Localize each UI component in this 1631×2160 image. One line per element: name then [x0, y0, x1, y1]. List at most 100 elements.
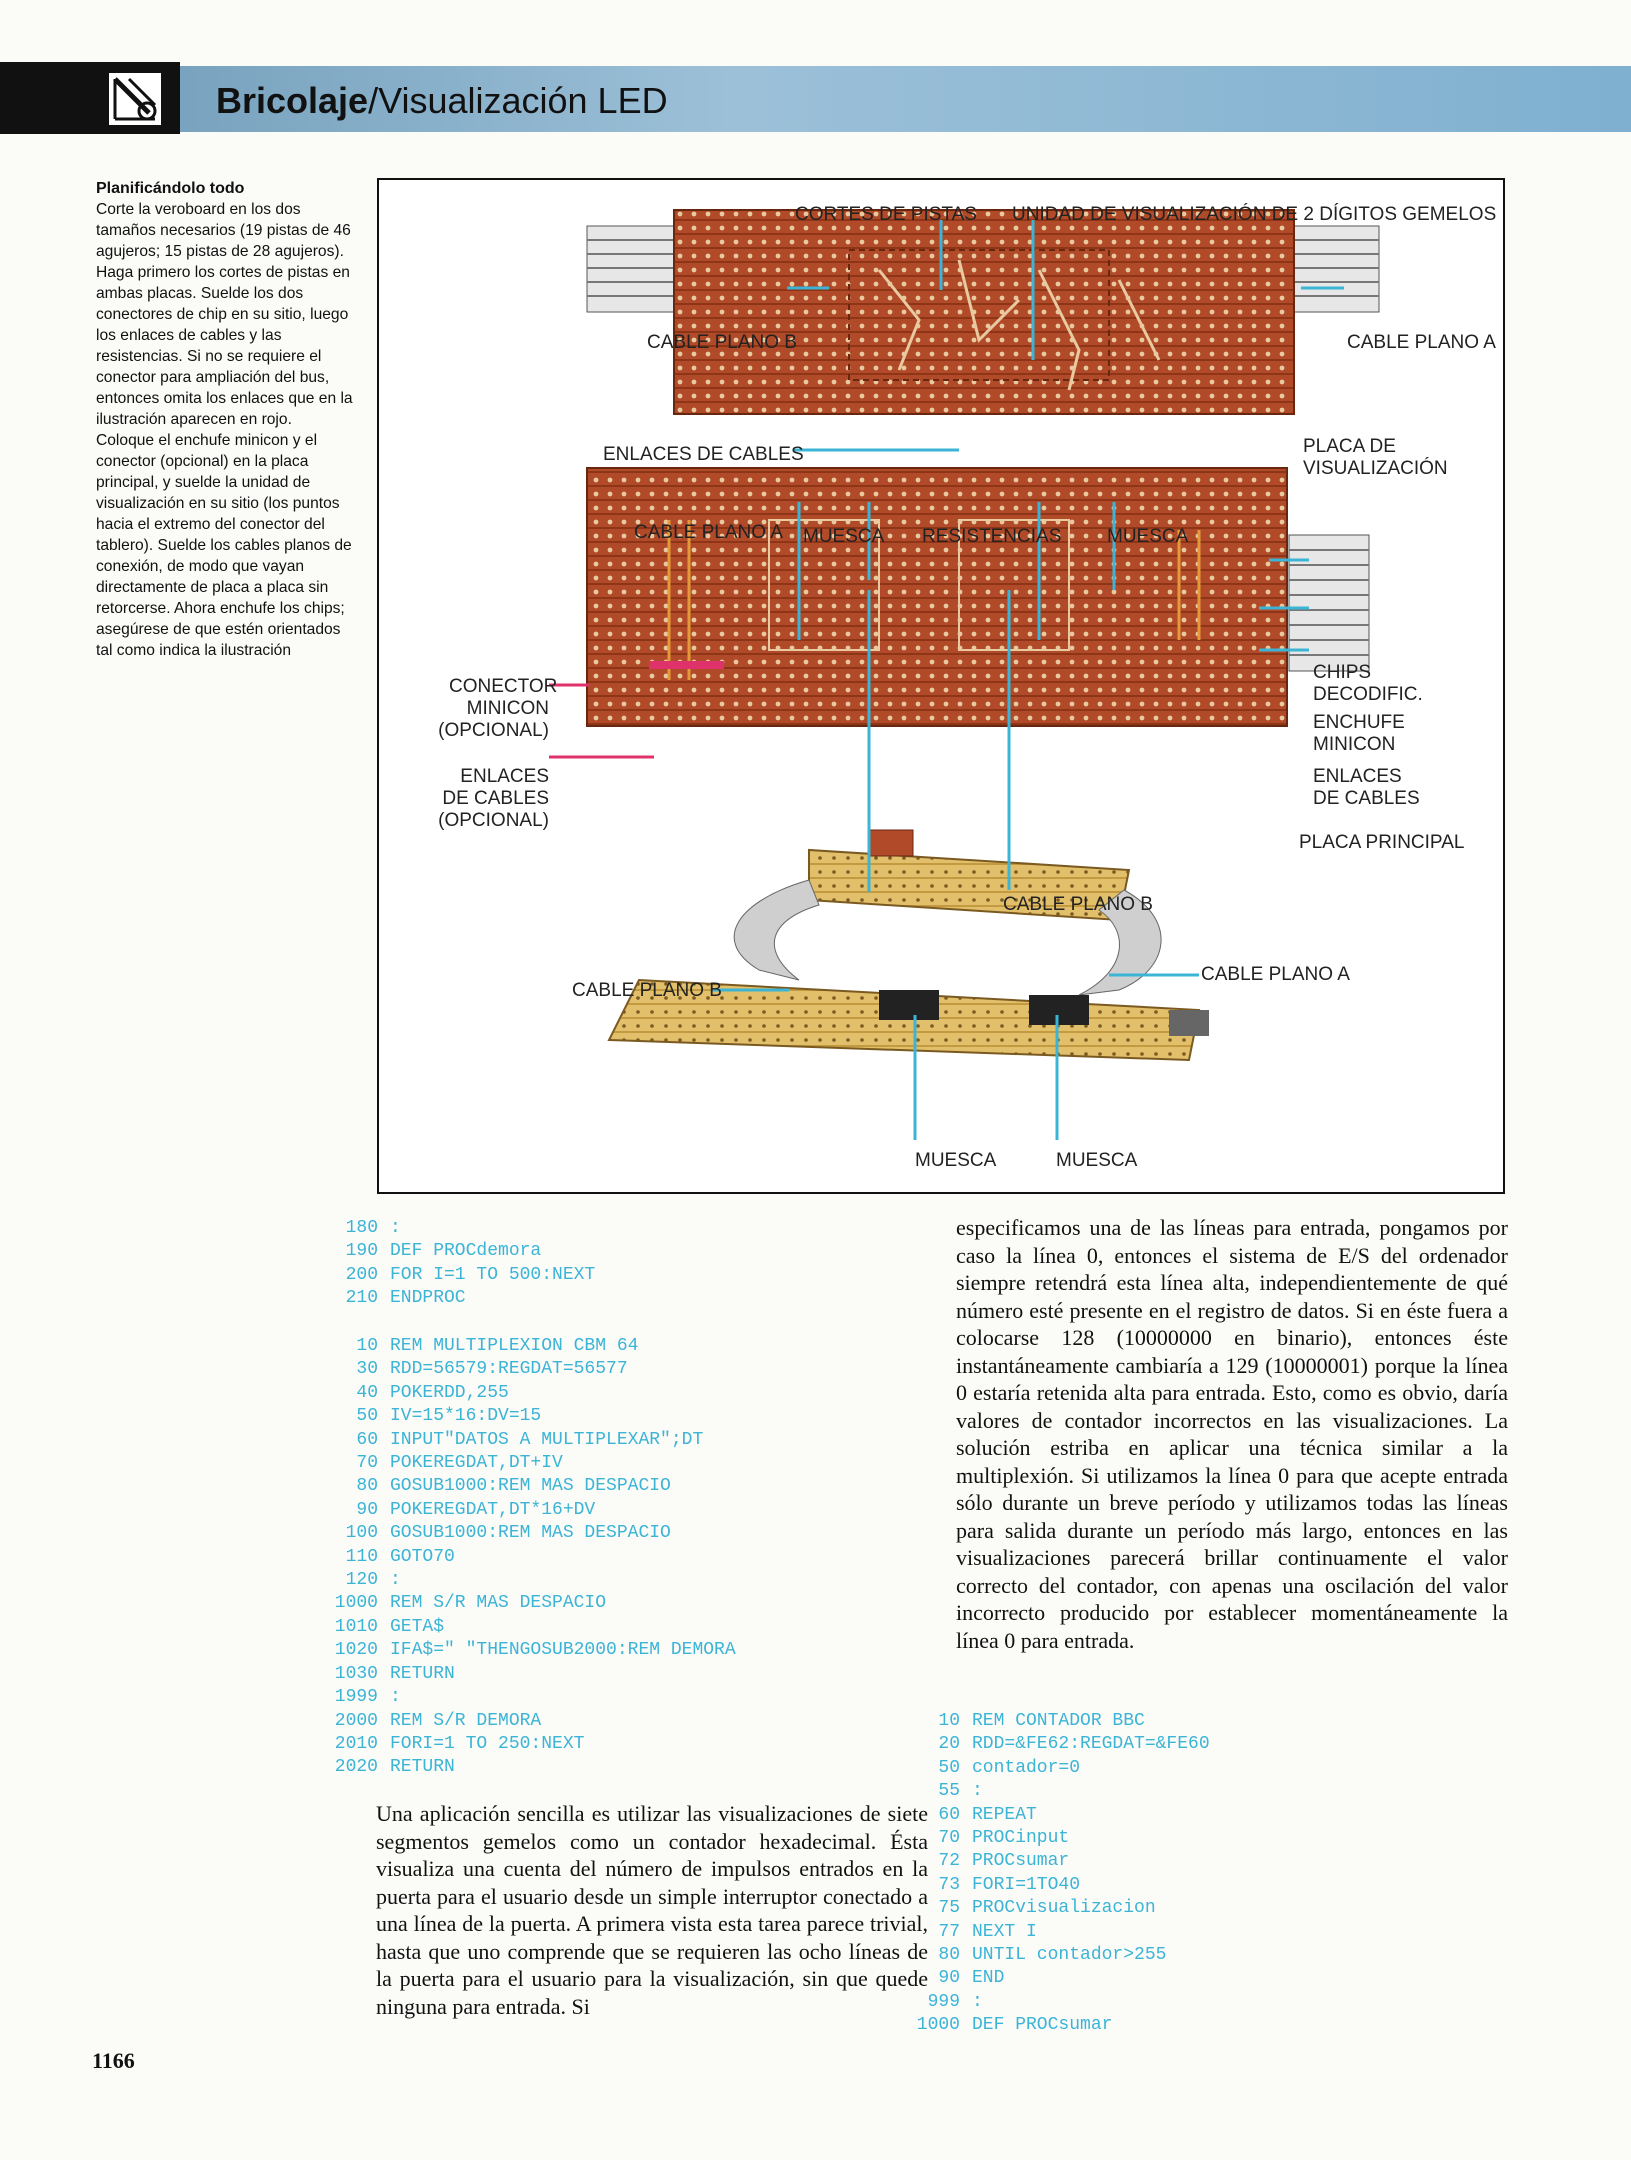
code-line-text: GETA$ [390, 1616, 445, 1637]
pointer-lines [711, 220, 1344, 1140]
code-line: 1000 REM S/R MAS DESPACIO [318, 1592, 736, 1615]
code-line-number: 77 [938, 1921, 960, 1942]
code-line-number: 2010 [334, 1733, 378, 1754]
label-resistencias: RESISTENCIAS [922, 526, 1062, 547]
code-line-text: : [390, 1218, 401, 1238]
code-line-number: 210 [345, 1288, 378, 1309]
code-line-number: 180 [345, 1218, 378, 1238]
label-muesca-3: MUESCA [915, 1150, 997, 1171]
section-logo-icon [106, 70, 164, 128]
code-line-number: 1030 [334, 1663, 378, 1684]
code-line-text: RDD=56579:REGDAT=56577 [390, 1359, 628, 1380]
code-line-text: PROCvisualizacion [972, 1898, 1156, 1919]
code-line: 50 contador=0 [900, 1757, 1210, 1780]
code-line-number: 200 [345, 1264, 378, 1285]
label-cable-plano-a-bottom: CABLE PLANO A [1201, 964, 1350, 985]
code-line-number: 100 [345, 1523, 378, 1544]
code-line: 50 IV=15*16:DV=15 [318, 1405, 736, 1428]
label-muesca-2: MUESCA [1107, 526, 1189, 547]
sidebar-caption: Planificándolo todo Corte la veroboard e… [96, 178, 354, 661]
code-line: 90 END [900, 1967, 1210, 1990]
header-title-rest: /Visualización LED [368, 80, 668, 121]
code-line-number: 70 [938, 1828, 960, 1849]
code-line-text: NEXT I [972, 1921, 1037, 1942]
label-chips-1: CHIPS [1313, 662, 1372, 683]
label-cable-plano-a-top: CABLE PLANO A [1347, 332, 1496, 353]
code-line-text: GOSUB1000:REM MAS DESPACIO [390, 1523, 671, 1544]
code-line-text: PROCsumar [972, 1851, 1070, 1872]
code-line: 77 NEXT I [900, 1921, 1210, 1944]
code-line-text: RETURN [390, 1757, 455, 1778]
code-line-text: IV=15*16:DV=15 [390, 1406, 542, 1427]
code-line-text: REPEAT [972, 1804, 1037, 1825]
code-line-text: INPUT"DATOS A MULTIPLEXAR";DT [390, 1429, 704, 1450]
label-cable-plano-b-mid: CABLE PLANO B [1003, 894, 1153, 915]
label-enchufe-1: ENCHUFE [1313, 712, 1405, 733]
code-line-text: REM MULTIPLEXION CBM 64 [390, 1336, 639, 1356]
code-line: 1030 RETURN [318, 1663, 736, 1686]
code-line-number: 110 [345, 1546, 378, 1567]
label-cable-plano-a-mid: CABLE PLANO A [634, 522, 783, 543]
code-line: 60 INPUT"DATOS A MULTIPLEXAR";DT [318, 1429, 736, 1452]
code-line-text: RDD=&FE62:REGDAT=&FE60 [972, 1734, 1210, 1755]
code-line: 1999: [318, 1686, 736, 1709]
code-line-number: 50 [938, 1757, 960, 1778]
code-line-number: 50 [356, 1406, 378, 1427]
label-muesca-1: MUESCA [803, 526, 885, 547]
label-unidad-visualizacion: UNIDAD DE VISUALIZACIÓN DE 2 DÍGITOS GEM… [1012, 204, 1497, 225]
code-line-number: 1999 [334, 1687, 378, 1708]
code-line-text: POKEREGDAT,DT+IV [390, 1453, 563, 1474]
code-line-number: 40 [356, 1382, 378, 1403]
code-line-text: : [972, 1781, 983, 1802]
code-line: 110 GOTO70 [318, 1546, 736, 1569]
code-line-number: 80 [356, 1476, 378, 1497]
code-line: 1020 IFA$=" "THENGOSUB2000:REM DEMORA [318, 1639, 736, 1662]
label-enlaces-opc-3: (OPCIONAL) [438, 810, 549, 831]
label-conector-3: (OPCIONAL) [438, 720, 549, 741]
code-line-number: 1000 [334, 1593, 378, 1614]
code-line-text: contador=0 [972, 1757, 1081, 1778]
code-line-text: FORI=1TO40 [972, 1874, 1081, 1895]
code-line-text: GOTO70 [390, 1546, 455, 1567]
label-enchufe-2: MINICON [1313, 734, 1396, 755]
soldering-iron-icon [113, 77, 157, 121]
code-line-number: 60 [938, 1804, 960, 1825]
code-line-number: 60 [356, 1429, 378, 1450]
code-line-text: UNTIL contador>255 [972, 1945, 1167, 1966]
code-line-number: 90 [938, 1968, 960, 1989]
code-line-number: 1020 [334, 1640, 378, 1661]
body-text-right: especificamos una de las líneas para ent… [956, 1215, 1508, 1653]
code-line-text: END [972, 1968, 1005, 1989]
optional-pointer-lines [549, 683, 654, 759]
code-line-text: REM S/R MAS DESPACIO [390, 1593, 607, 1614]
assembly-figure: CORTES DE PISTAS UNIDAD DE VISUALIZACIÓN… [377, 178, 1505, 1194]
code-line: 80 GOSUB1000:REM MAS DESPACIO [318, 1475, 736, 1498]
display-board [586, 209, 1380, 415]
code-line-text: IFA$=" "THENGOSUB2000:REM DEMORA [390, 1640, 736, 1661]
code-line: 2010 FORI=1 TO 250:NEXT [318, 1733, 736, 1756]
code-line-number: 120 [345, 1570, 378, 1591]
code-line-text: RETURN [390, 1663, 455, 1684]
main-board [586, 467, 1370, 727]
code-line-text: GOSUB1000:REM MAS DESPACIO [390, 1476, 671, 1497]
code-line-text: FORI=1 TO 250:NEXT [390, 1733, 585, 1754]
label-chips-2: DECODIFIC. [1313, 684, 1423, 705]
label-enlaces-r-1: ENLACES [1313, 766, 1402, 787]
assembled-3d-view [607, 829, 1209, 1062]
code-line-number: 999 [927, 1991, 960, 2012]
label-cable-plano-b-top: CABLE PLANO B [647, 332, 797, 353]
